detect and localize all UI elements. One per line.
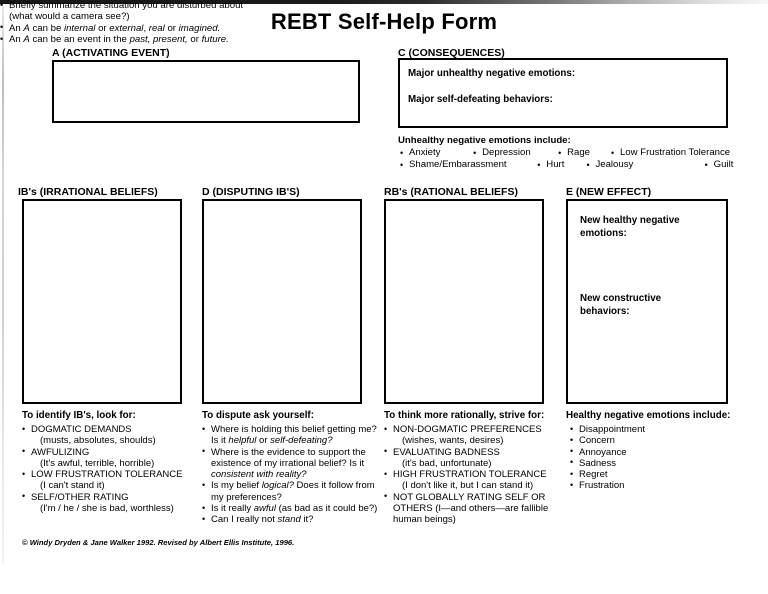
list-item: Shame/Embarassment bbox=[400, 159, 537, 171]
major-self-defeating-behaviors-label: Major self-defeating behaviors: bbox=[408, 94, 553, 105]
unhealthy-emotions-list: Anxiety Depression Rage Low Frustration … bbox=[400, 146, 760, 171]
list-item: Where is holding this belief getting me?… bbox=[202, 424, 382, 447]
list-item: DOGMATIC DEMANDS(musts, absolutes, shoul… bbox=[22, 424, 200, 447]
major-unhealthy-emotions-label: Major unhealthy negative emotions: bbox=[408, 68, 576, 79]
activating-event-notes: Briefly summarize the situation you are … bbox=[0, 0, 330, 46]
e-instructions-heading: Healthy negative emotions include: bbox=[566, 410, 731, 421]
list-item: Can I really not stand it? bbox=[202, 514, 382, 526]
d-instructions-list: Where is holding this belief getting me?… bbox=[202, 424, 382, 526]
new-healthy-emotions-label: New healthy negative emotions: bbox=[580, 215, 680, 239]
d-instructions-heading: To dispute ask yourself: bbox=[202, 410, 314, 421]
list-item: Rage bbox=[558, 146, 611, 159]
list-item: Hurt bbox=[537, 159, 586, 171]
list-item: LOW FRUSTRATION TOLERANCE(I can't stand … bbox=[22, 469, 200, 492]
ib-instructions-heading: To identify IB's, look for: bbox=[22, 410, 136, 421]
list-item: HIGH FRUSTRATION TOLERANCE(I don't like … bbox=[384, 469, 564, 492]
rational-beliefs-input[interactable] bbox=[384, 199, 544, 404]
consequences-box[interactable]: Major unhealthy negative emotions: Major… bbox=[398, 58, 728, 128]
list-item: An A can be internal or external, real o… bbox=[0, 22, 330, 34]
list-item: Concern bbox=[570, 435, 750, 447]
list-item: Low Frustration Tolerance bbox=[611, 146, 760, 159]
list-item: Jealousy bbox=[586, 159, 652, 171]
unhealthy-emotions-heading: Unhealthy negative emotions include: bbox=[398, 135, 571, 146]
ib-instructions-list: DOGMATIC DEMANDS(musts, absolutes, shoul… bbox=[22, 424, 200, 515]
section-label-c: C (CONSEQUENCES) bbox=[398, 47, 505, 59]
list-item: (what would a camera see?) bbox=[9, 11, 130, 23]
section-label-a: A (ACTIVATING EVENT) bbox=[52, 47, 170, 59]
list-item: SELF/OTHER RATING(I'm / he / she is bad,… bbox=[22, 491, 200, 515]
list-item: Is my belief logical? Does it follow fro… bbox=[202, 480, 382, 503]
healthy-emotions-list: Disappointment Concern Annoyance Sadness… bbox=[570, 423, 750, 492]
list-item: Anxiety bbox=[400, 146, 473, 159]
irrational-beliefs-input[interactable] bbox=[22, 199, 182, 404]
scan-artifact-bottom bbox=[0, 564, 768, 594]
scan-artifact-left-edge bbox=[2, 6, 4, 566]
list-item: Guilt bbox=[705, 159, 760, 171]
rb-instructions-list: NON-DOGMATIC PREFERENCES(wishes, wants, … bbox=[384, 424, 564, 526]
list-item: Briefly summarize the situation you are … bbox=[0, 0, 330, 11]
new-constructive-behaviors-label: New constructive behaviors: bbox=[580, 293, 662, 317]
list-item: AWFULIZING(It's awful, terrible, horribl… bbox=[22, 446, 200, 470]
section-label-ib: IB's (IRRATIONAL BELIEFS) bbox=[18, 186, 158, 198]
activating-event-input[interactable] bbox=[52, 60, 360, 123]
list-item: Annoyance bbox=[570, 446, 750, 458]
copyright-notice: © Windy Dryden & Jane Walker 1992. Revis… bbox=[22, 538, 295, 547]
list-item: An A can be an event in the past, presen… bbox=[0, 34, 330, 46]
section-label-e: E (NEW EFFECT) bbox=[566, 186, 652, 198]
list-item: Regret bbox=[570, 469, 750, 481]
section-label-rb: RB's (RATIONAL BELIEFS) bbox=[384, 186, 518, 198]
list-item: Where is the evidence to support the exi… bbox=[202, 446, 382, 481]
disputing-input[interactable] bbox=[202, 199, 362, 404]
scan-artifact-top-edge bbox=[0, 0, 768, 4]
list-item: Disappointment bbox=[570, 423, 750, 435]
new-effect-box[interactable]: New healthy negative emotions: New const… bbox=[566, 199, 728, 404]
list-item: Is it really awful (as bad as it could b… bbox=[202, 503, 382, 515]
list-item: Depression bbox=[473, 146, 558, 159]
list-item: NOT GLOBALLY RATING SELF OR OTHERS (I—an… bbox=[384, 491, 564, 526]
list-item: NON-DOGMATIC PREFERENCES(wishes, wants, … bbox=[384, 424, 564, 447]
list-item: Frustration bbox=[570, 480, 750, 492]
rb-instructions-heading: To think more rationally, strive for: bbox=[384, 410, 545, 421]
list-item: Sadness bbox=[570, 457, 750, 469]
section-label-d: D (DISPUTING IB'S) bbox=[202, 186, 300, 198]
list-item: EVALUATING BADNESS(it's bad, unfortunate… bbox=[384, 446, 564, 470]
